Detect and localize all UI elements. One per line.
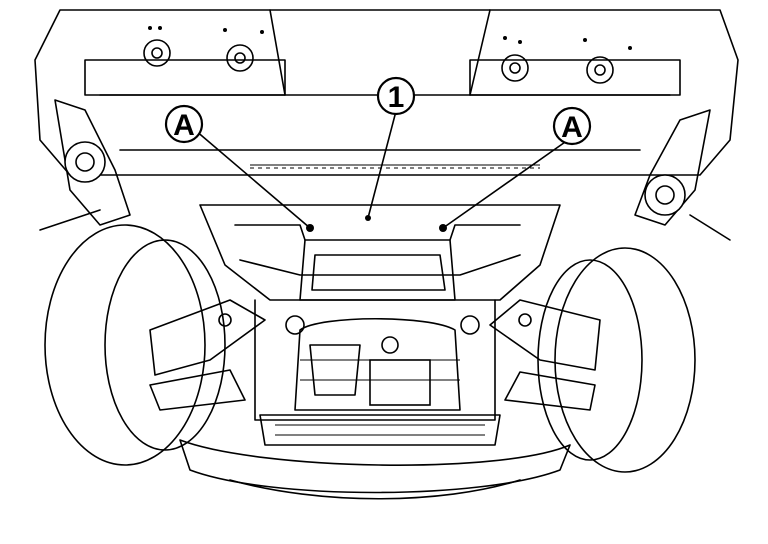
side-members bbox=[39, 99, 731, 241]
front-suspension-member bbox=[199, 204, 561, 421]
callout-a-right-label: A bbox=[561, 111, 583, 144]
front-lower-cover bbox=[179, 414, 571, 500]
callout-a-right: A bbox=[552, 106, 592, 146]
callout-a-left-label: A bbox=[173, 109, 195, 142]
right-wheel bbox=[537, 247, 696, 473]
callout-1: 1 bbox=[376, 76, 416, 116]
left-wheel bbox=[44, 224, 226, 466]
callout-a-left: A bbox=[164, 104, 204, 144]
floor-panel bbox=[34, 9, 739, 176]
suspension-arms bbox=[149, 299, 601, 411]
leader-lines bbox=[194, 114, 569, 229]
callout-1-label: 1 bbox=[388, 81, 405, 114]
engine-underside bbox=[294, 318, 461, 411]
